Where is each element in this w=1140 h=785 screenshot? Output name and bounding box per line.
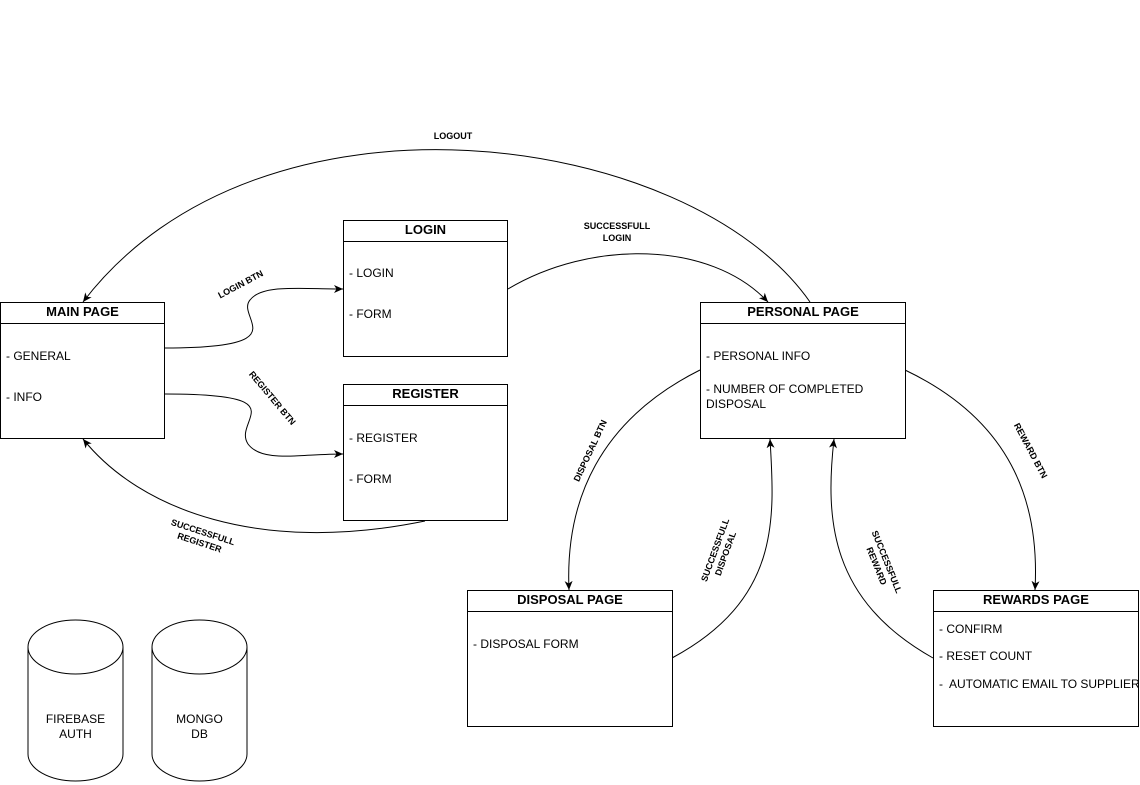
- register-title: REGISTER: [344, 385, 507, 406]
- register-box: REGISTER - REGISTER - FORM: [343, 384, 508, 521]
- label-successfull-login-2: LOGIN: [603, 233, 632, 243]
- main-page-item-info: - INFO: [6, 390, 42, 404]
- database-mongo-label: MONGO DB: [176, 712, 223, 741]
- register-item-form: - FORM: [349, 472, 392, 486]
- login-box: LOGIN - LOGIN - FORM: [343, 220, 508, 357]
- rewards-page-item-reset-count: - RESET COUNT: [939, 649, 1033, 663]
- login-title: LOGIN: [344, 221, 507, 242]
- label-disposal-btn: DISPOSAL BTN: [572, 418, 609, 483]
- edge-reward-btn: [904, 369, 1040, 591]
- rewards-page-box: REWARDS PAGE - CONFIRM - RESET COUNT - A…: [933, 590, 1140, 727]
- database-mongo-cylinder: [151, 619, 248, 782]
- personal-page-box: PERSONAL PAGE - PERSONAL INFO - NUMBER O…: [700, 302, 906, 439]
- edge-successfull-login: [507, 253, 769, 303]
- disposal-page-item-form: - DISPOSAL FORM: [473, 637, 579, 651]
- edge-successfull-register: [82, 438, 426, 534]
- personal-page-item-disposal-count: - NUMBER OF COMPLETED DISPOSAL: [706, 382, 864, 411]
- label-successfull-login-1: SUCCESSFULL: [584, 221, 651, 231]
- edge-register-btn: [164, 393, 344, 459]
- label-logout: LOGOUT: [434, 131, 473, 141]
- login-item-login: - LOGIN: [349, 266, 394, 280]
- main-page-item-general: - GENERAL: [6, 349, 71, 363]
- disposal-page-box: DISPOSAL PAGE - DISPOSAL FORM: [467, 590, 673, 727]
- main-page-box: MAIN PAGE - GENERAL - INFO: [0, 302, 165, 439]
- label-login-btn: LOGIN BTN: [216, 268, 264, 300]
- edge-login-btn: [164, 284, 344, 349]
- rewards-page-item-email: - AUTOMATIC EMAIL TO SUPPLIER: [939, 677, 1140, 691]
- personal-page-item-info: - PERSONAL INFO: [706, 349, 811, 363]
- rewards-page-item-confirm: - CONFIRM: [939, 622, 1003, 636]
- register-item-register: - REGISTER: [349, 431, 418, 445]
- edge-successfull-disposal: [671, 438, 775, 659]
- label-reward-btn: REWARD BTN: [1012, 421, 1049, 480]
- main-page-title: MAIN PAGE: [1, 303, 164, 324]
- database-firebase-label: FIREBASE AUTH: [45, 712, 106, 741]
- personal-page-title: PERSONAL PAGE: [701, 303, 905, 324]
- rewards-page-title: REWARDS PAGE: [934, 591, 1138, 612]
- database-firebase-cylinder: [27, 619, 124, 782]
- edge-disposal-btn: [564, 369, 701, 591]
- label-register-btn: REGISTER BTN: [247, 369, 298, 427]
- disposal-page-title: DISPOSAL PAGE: [468, 591, 672, 612]
- edge-successfull-reward: [829, 438, 934, 659]
- edge-logout: [82, 149, 811, 303]
- login-item-form: - FORM: [349, 307, 392, 321]
